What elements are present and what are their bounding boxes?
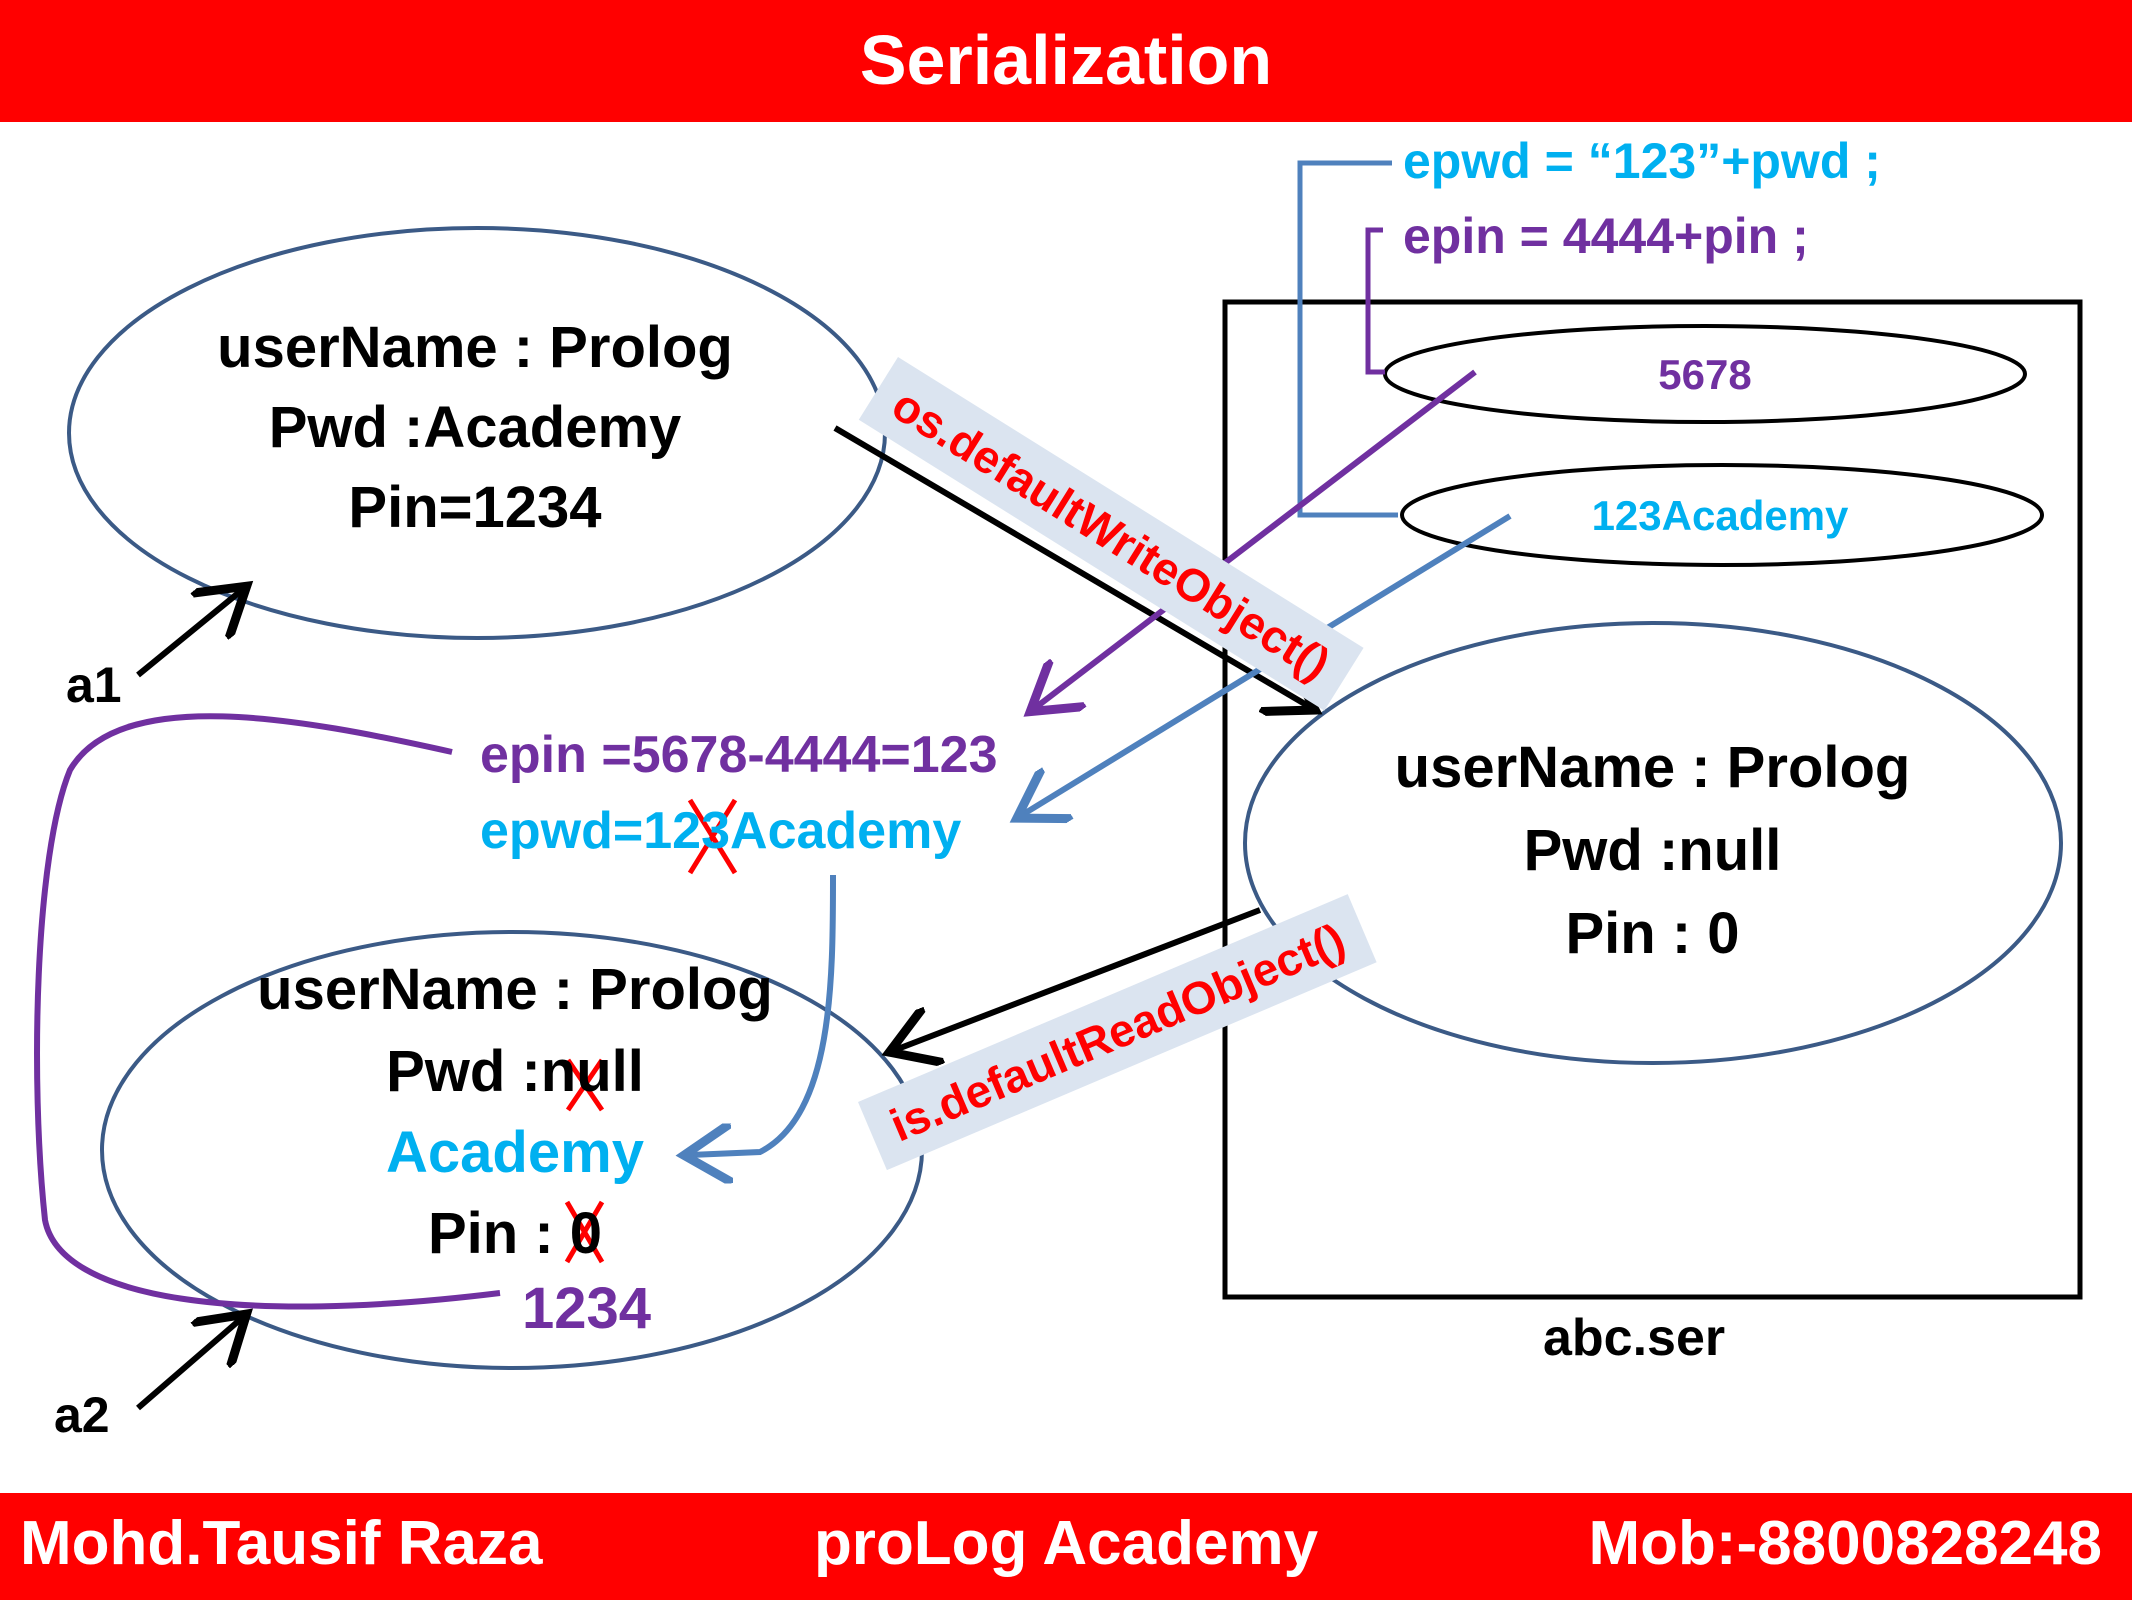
a2-pin: Pin : 0: [427, 1201, 603, 1266]
footer-author: Mohd.Tausif Raza: [20, 1509, 543, 1578]
cross-out-epwd-digit: [687, 798, 738, 875]
page-title: Serialization: [859, 21, 1273, 99]
epwd-bracket: [1297, 160, 1398, 518]
epwd-decode: epwd=123Academy: [480, 802, 962, 860]
a1-pin: Pin=1234: [348, 475, 602, 540]
write-flow-arrow: [833, 425, 1310, 707]
a2-pwd: Pwd :null: [386, 1039, 644, 1104]
a1-username: userName : Prolog: [217, 315, 733, 380]
pwd-restore-arrow: [690, 874, 836, 1155]
epin-formula: epin = 4444+pin ;: [1403, 208, 1809, 264]
read-flow-arrow: [895, 907, 1262, 1050]
a2-pwd-restored: Academy: [386, 1120, 644, 1185]
object-file-text: userName : Prolog Pwd :null Pin : 0: [1325, 726, 1980, 975]
file-pwd: Pwd :null: [1523, 818, 1782, 883]
encrypted-pin-value: 5678: [1658, 351, 1752, 398]
cross-out-marks: [564, 798, 738, 1264]
pin-restore-curve: [34, 713, 501, 1310]
a1-ref-arrow: [136, 590, 242, 678]
encrypted-pwd-ellipse: [1400, 463, 2044, 567]
a1-label: a1: [66, 657, 122, 713]
a2-username: userName : Prolog: [257, 957, 773, 1022]
pin-decode-arrow: [1035, 369, 1477, 708]
file-pin: Pin : 0: [1565, 901, 1740, 966]
a1-pwd: Pwd :Academy: [268, 395, 682, 460]
a2-label: a2: [54, 1387, 110, 1443]
footer-org: proLog Academy: [813, 1509, 1319, 1578]
title-banner: Serialization: [0, 0, 2132, 122]
a2-pin-restored: 1234: [522, 1276, 652, 1341]
a2-ref-arrow: [136, 1318, 242, 1411]
footer-banner: Mohd.Tausif Raza proLog Academy Mob:-880…: [0, 1493, 2132, 1600]
object-file-ellipse: [1243, 621, 2063, 1065]
encrypted-pwd-value: 123Academy: [1591, 492, 1849, 539]
footer-phone: Mob:-8800828248: [1588, 1509, 2103, 1578]
object-a1-text: userName : Prolog Pwd :Academy Pin=1234: [150, 308, 800, 548]
epwd-formula: epwd = “123”+pwd ;: [1403, 133, 1881, 189]
cross-out-pin-zero: [564, 1200, 605, 1264]
file-username: userName : Prolog: [1394, 735, 1911, 800]
file-name-label: abc.ser: [1543, 1309, 1726, 1367]
file-box: [1222, 299, 2083, 1300]
cross-out-null-u: [565, 1058, 605, 1112]
epin-bracket: [1365, 227, 1385, 375]
epin-decode: epin =5678-4444=123: [480, 726, 998, 784]
